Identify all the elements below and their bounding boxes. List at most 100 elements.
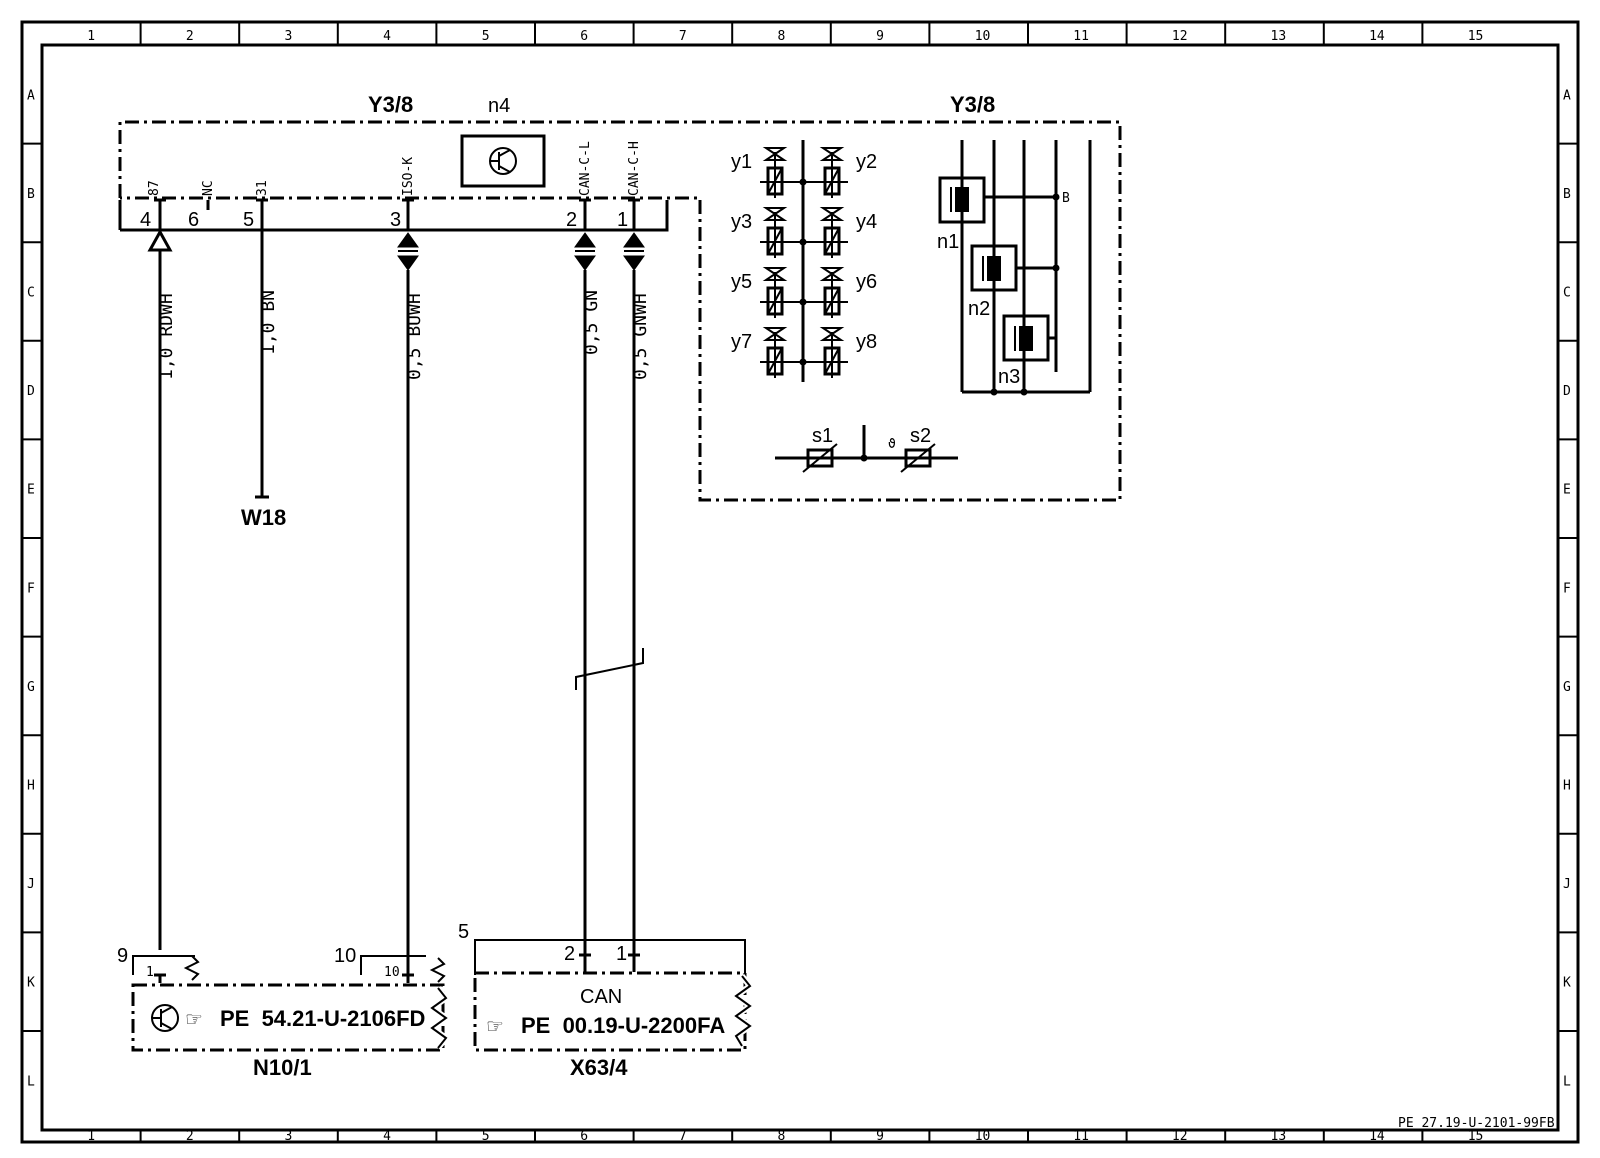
- svg-text:10: 10: [384, 965, 400, 980]
- valve-label: y5: [731, 271, 752, 293]
- connector-x63-4: 5 2 1 CAN ☞ PE 00.19-U-2200FA X63/4: [458, 921, 756, 1080]
- pin-header-bar: [120, 200, 669, 232]
- svg-text:5: 5: [243, 209, 254, 231]
- grid-col-label: 9: [876, 1129, 884, 1144]
- grid-col-label: 15: [1468, 1129, 1484, 1144]
- sub-n4-label: n4: [488, 95, 510, 117]
- grid-row-label: E: [1563, 483, 1571, 498]
- grid-row-label: L: [1563, 1074, 1571, 1089]
- grid-col-label: 5: [482, 1129, 490, 1144]
- solenoid-valve: y1: [731, 147, 788, 198]
- svg-text:s1: s1: [812, 425, 833, 447]
- grid-col-label: 12: [1172, 29, 1188, 44]
- grid-col-label: 11: [1073, 1129, 1089, 1144]
- svg-text:2: 2: [566, 209, 577, 231]
- drawing-number: PE 27.19-U-2101-99FB: [1398, 1116, 1555, 1131]
- pin-nc: NC 6: [188, 180, 216, 231]
- grid-col-label: 5: [482, 29, 490, 44]
- svg-text:2: 2: [564, 943, 575, 965]
- grid-col-label: 4: [383, 29, 391, 44]
- svg-text:4: 4: [140, 209, 151, 231]
- solenoid-valve: y8: [819, 327, 877, 378]
- svg-text:n2: n2: [968, 298, 990, 320]
- grid-row-label: K: [1563, 976, 1571, 991]
- solenoid-valve: y5: [731, 267, 788, 318]
- svg-text:3: 3: [390, 209, 401, 231]
- hand-pointer-icon: ☞: [486, 1016, 504, 1038]
- temp-sensors: s1 s2 ϑ: [775, 425, 958, 473]
- svg-text:1: 1: [616, 943, 627, 965]
- svg-text:NC: NC: [201, 180, 216, 196]
- arrow-bidir-wire-3: [397, 232, 419, 271]
- svg-text:31: 31: [255, 180, 270, 196]
- twisted-pair-marker: [575, 648, 644, 690]
- speed-sensor-panel: B n1 n2 n3: [937, 140, 1092, 396]
- grid-col-label: 2: [186, 1129, 194, 1144]
- n10-ref: PE 54.21-U-2106FD: [220, 1006, 425, 1031]
- grid-row-label: J: [1563, 877, 1571, 892]
- valve-label: y4: [856, 211, 877, 233]
- hand-pointer-icon: ☞: [185, 1009, 203, 1031]
- grid-col-label: 12: [1172, 1129, 1188, 1144]
- grid-row-label: H: [1563, 779, 1571, 794]
- valve-label: y2: [856, 151, 877, 173]
- grid-col-label: 14: [1369, 29, 1385, 44]
- svg-text:87: 87: [147, 180, 162, 196]
- grid-row-label: A: [1563, 88, 1571, 103]
- grid-col-label: 7: [679, 29, 687, 44]
- valve-label: y6: [856, 271, 877, 293]
- grid-col-label: 9: [876, 29, 884, 44]
- arrow-bidir-wire-5: [623, 232, 645, 271]
- svg-text:5: 5: [458, 921, 469, 943]
- grid-col-label: 10: [975, 1129, 991, 1144]
- grid-row-label: B: [27, 187, 35, 202]
- ground-label-w18: W18: [241, 505, 286, 530]
- grid-col-label: 7: [679, 1129, 687, 1144]
- wire-label-buwh: 0,5 BUWH: [404, 293, 425, 380]
- x63-label: X63/4: [570, 1055, 628, 1080]
- grid-col-label: 14: [1369, 1129, 1385, 1144]
- svg-text:9: 9: [117, 945, 128, 967]
- grid-col-label: 10: [975, 29, 991, 44]
- wire-label-gn: 0,5 GN: [581, 290, 602, 355]
- pin-iso-k: ISO-K 3: [390, 157, 416, 231]
- svg-text:n1: n1: [937, 231, 959, 253]
- solenoid-valve: y6: [819, 267, 877, 318]
- valve-label: y8: [856, 331, 877, 353]
- svg-text:10: 10: [334, 945, 356, 967]
- module-y3-8-label-right: Y3/8: [950, 92, 995, 117]
- arrow-bidir-wire-4: [574, 232, 596, 271]
- wire-label-bn: 1,0 BN: [258, 290, 279, 355]
- outer-frame: [20, 20, 1580, 1144]
- module-y3-8-outline: [118, 120, 1122, 502]
- svg-text:CAN-C-H: CAN-C-H: [627, 141, 642, 196]
- grid-col-label: 8: [778, 1129, 786, 1144]
- grid-row-label: D: [27, 384, 35, 399]
- grid-row-label: L: [27, 1074, 35, 1089]
- grid-row-label: K: [27, 976, 35, 991]
- grid-row-label: J: [27, 877, 35, 892]
- valve-label: y7: [731, 331, 752, 353]
- grid-row-label: G: [1563, 680, 1571, 695]
- grid-row-label: C: [27, 286, 35, 301]
- pin-can-c-h: CAN-C-H 1: [617, 141, 642, 231]
- solenoid-valve: y7: [731, 327, 788, 378]
- grid-col-label: 3: [285, 1129, 293, 1144]
- grid-col-label: 4: [383, 1129, 391, 1144]
- svg-text:6: 6: [188, 209, 199, 231]
- grid-row-label: H: [27, 779, 35, 794]
- svg-text:s2: s2: [910, 425, 931, 447]
- grid-col-label: 3: [285, 29, 293, 44]
- svg-text:1: 1: [617, 209, 628, 231]
- connector-n10-1: 9 1 10 10 ☞ PE 54.21-U-2106FD N10/1: [117, 945, 452, 1080]
- n4-box: [460, 134, 546, 188]
- grid-row-label: G: [27, 680, 35, 695]
- svg-text:ISO-K: ISO-K: [401, 157, 416, 196]
- solenoid-valve: y4: [819, 207, 877, 258]
- grid-row-label: B: [1563, 187, 1571, 202]
